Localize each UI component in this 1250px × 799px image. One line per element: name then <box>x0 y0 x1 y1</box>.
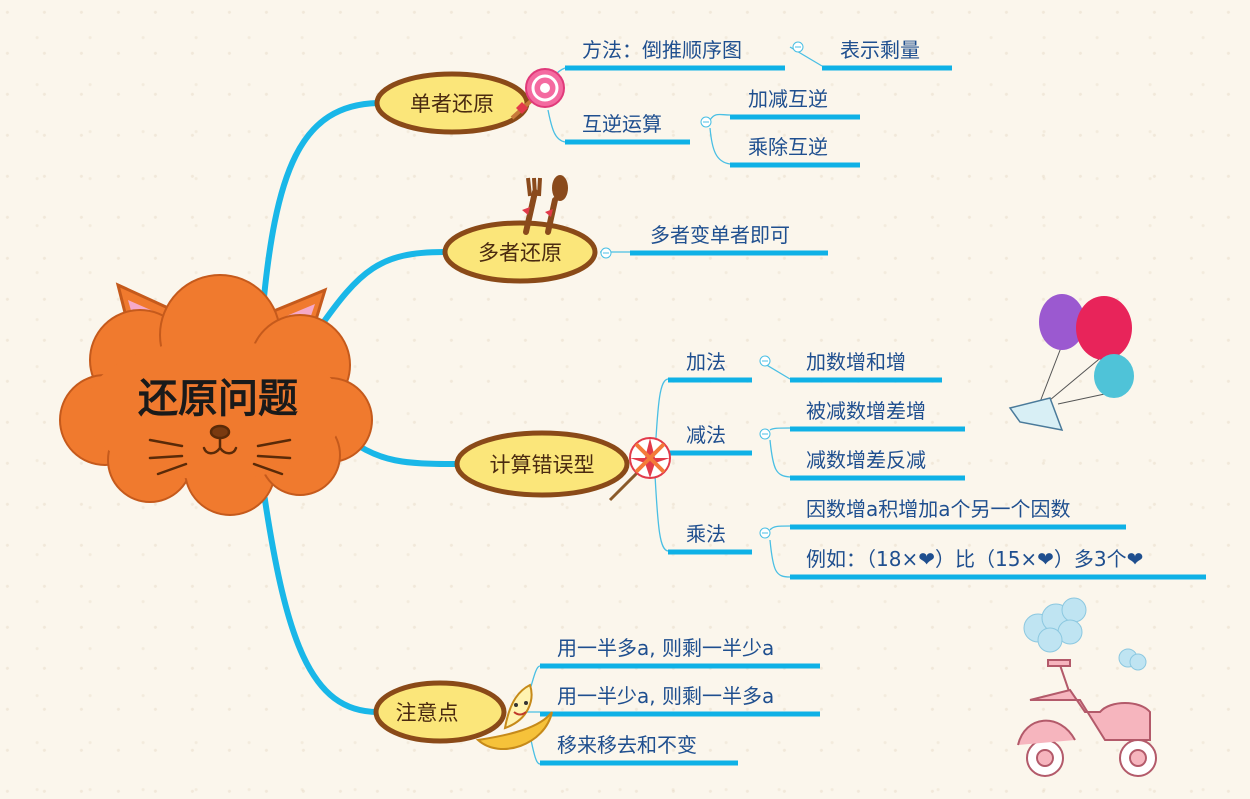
subtopic-addition[interactable]: 加法 <box>686 350 726 374</box>
topic-label: 多者还原 <box>478 241 562 265</box>
collapse-icon[interactable] <box>759 428 771 440</box>
subtopic-factor-up[interactable]: 因数增a积增加a个另一个因数 <box>806 497 1071 521</box>
candy-icon <box>608 437 671 502</box>
topic-node-notes[interactable]: 注意点 <box>373 680 507 744</box>
scooter-icon <box>1017 659 1157 777</box>
underlines <box>540 65 1206 766</box>
collapse-icon[interactable] <box>600 247 612 259</box>
central-title: 还原问题 <box>138 375 298 422</box>
subtopic-note-2[interactable]: 用一半少a, 则剩一半多a <box>557 684 774 708</box>
fork-spoon-icon <box>522 175 568 235</box>
cat-head-cloud <box>59 274 373 516</box>
sub-connectors <box>520 46 823 765</box>
topic-label: 单者还原 <box>410 92 494 116</box>
subtopic-add-sub-inverse[interactable]: 加减互逆 <box>748 87 828 111</box>
subtopic-multi-to-single[interactable]: 多者变单者即可 <box>650 223 790 247</box>
balloons-icon <box>1008 294 1134 431</box>
topic-label: 计算错误型 <box>490 453 595 477</box>
subtopic-addend-up[interactable]: 加数增和增 <box>806 350 906 374</box>
subtopic-method[interactable]: 方法：倒推顺序图 <box>582 38 742 62</box>
collapse-markers[interactable] <box>600 41 804 539</box>
collapse-icon[interactable] <box>759 527 771 539</box>
cloud-icon <box>1023 597 1147 671</box>
subtopic-subtraction[interactable]: 减法 <box>686 423 726 447</box>
subtopic-remaining[interactable]: 表示剩量 <box>840 38 920 62</box>
banana-icon <box>475 683 553 750</box>
collapse-icon[interactable] <box>759 355 771 367</box>
subtopics: 方法：倒推顺序图 表示剩量 互逆运算 加减互逆 乘除互逆 多者变单者即可 加法 … <box>557 38 1143 757</box>
topic-node-single[interactable]: 单者还原 <box>374 71 530 135</box>
topic-node-calc-error[interactable]: 计算错误型 <box>454 430 630 498</box>
cat-face <box>148 424 292 476</box>
subtopic-subtrahend-up[interactable]: 减数增差反减 <box>806 448 926 472</box>
subtopic-note-1[interactable]: 用一半多a, 则剩一半少a <box>557 636 774 660</box>
subtopic-minuend-up[interactable]: 被减数增差增 <box>806 399 926 423</box>
subtopic-inverse-ops[interactable]: 互逆运算 <box>582 112 662 136</box>
collapse-icon[interactable] <box>700 116 712 128</box>
subtopic-mul-div-inverse[interactable]: 乘除互逆 <box>748 135 828 159</box>
lollipop-icon <box>510 68 565 120</box>
topic-node-multiple[interactable]: 多者还原 <box>442 220 598 284</box>
subtopic-note-3[interactable]: 移来移去和不变 <box>557 733 697 757</box>
subtopic-multiplication[interactable]: 乘法 <box>686 522 726 546</box>
subtopic-example[interactable]: 例如：（18×❤）比（15×❤）多3个❤ <box>806 547 1143 571</box>
topic-label: 注意点 <box>396 701 459 725</box>
collapse-icon[interactable] <box>792 41 804 53</box>
central-node[interactable]: 还原问题 <box>59 274 373 516</box>
